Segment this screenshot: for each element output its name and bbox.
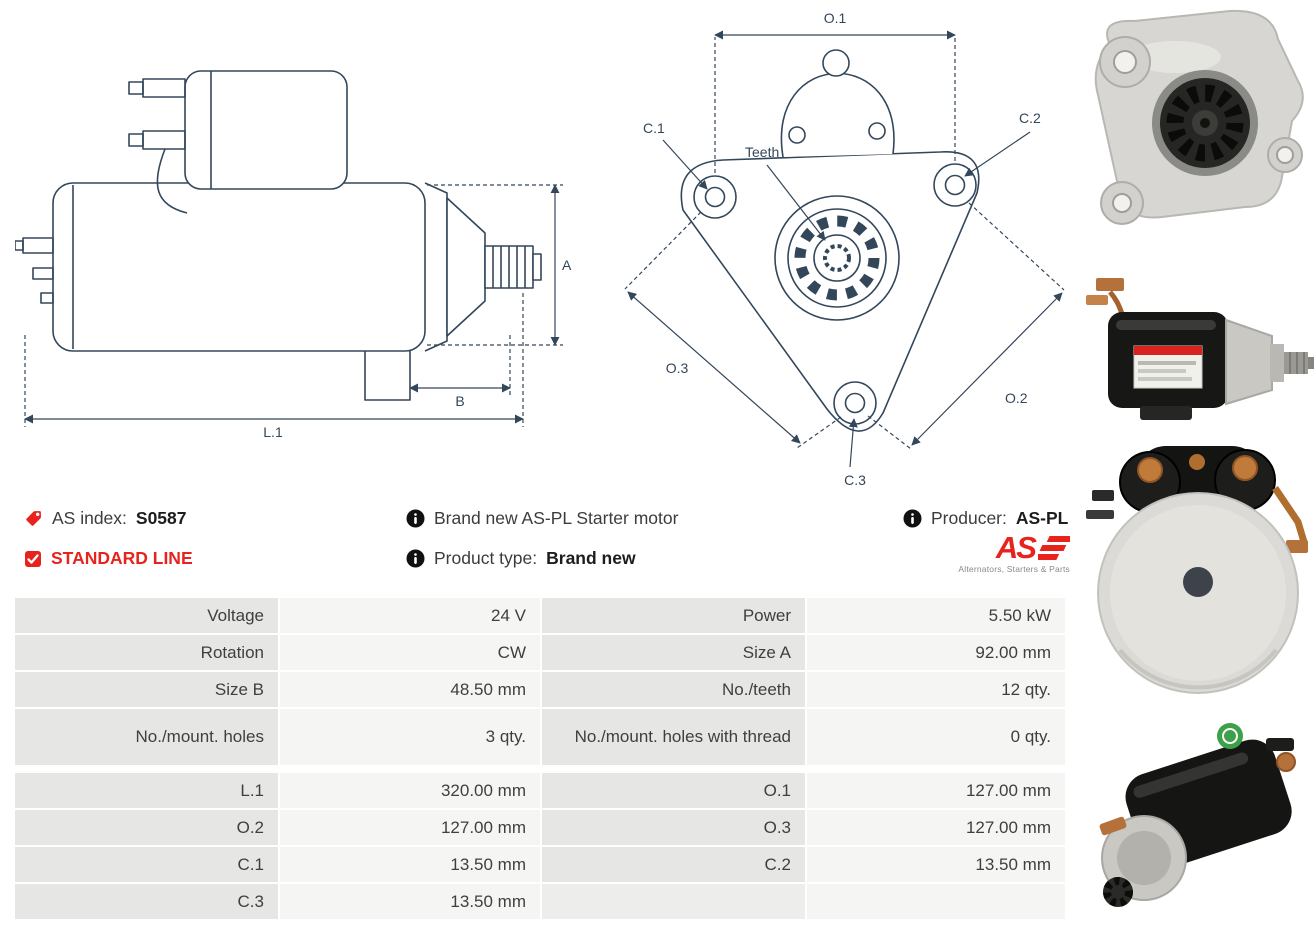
side-view-technical-drawing: A B L.1 bbox=[15, 70, 572, 440]
as-pl-logo: AS Alternators, Starters & Parts bbox=[930, 530, 1070, 574]
spec-value: CW bbox=[280, 635, 540, 670]
brand-new-row: Brand new AS-PL Starter motor bbox=[406, 508, 678, 529]
starter-angled-photo-illustration bbox=[1099, 723, 1296, 907]
spec-label: No./mount. holes with thread bbox=[542, 709, 805, 765]
spec-label: C.3 bbox=[15, 884, 278, 919]
spec-label: Power bbox=[542, 598, 805, 633]
table-section-divider bbox=[15, 767, 1065, 771]
brand-new-text: Brand new AS-PL Starter motor bbox=[434, 508, 679, 528]
spec-label: O.2 bbox=[15, 810, 278, 845]
spec-label: No./mount. holes bbox=[15, 709, 278, 765]
spec-label: O.1 bbox=[542, 773, 805, 808]
table-row: Rotation CW Size A 92.00 mm bbox=[15, 635, 1065, 670]
product-photo-side[interactable] bbox=[1080, 262, 1316, 430]
checkbox-checked-icon bbox=[25, 550, 41, 567]
as-index-row: AS index: S0587 bbox=[24, 508, 187, 529]
spec-value: 13.50 mm bbox=[280, 884, 540, 919]
spec-label: Rotation bbox=[15, 635, 278, 670]
table-row: L.1 320.00 mm O.1 127.00 mm bbox=[15, 773, 1065, 808]
product-type-value: Brand new bbox=[546, 548, 636, 568]
spec-value: 24 V bbox=[280, 598, 540, 633]
dim-label-o3: O.3 bbox=[666, 360, 689, 376]
spec-value: 320.00 mm bbox=[280, 773, 540, 808]
table-row: C.3 13.50 mm bbox=[15, 884, 1065, 919]
product-type-label: Product type: bbox=[434, 548, 538, 568]
starter-front-photo-illustration bbox=[1094, 9, 1304, 225]
dim-label-c3: C.3 bbox=[844, 472, 866, 488]
table-row: Voltage 24 V Power 5.50 kW bbox=[15, 598, 1065, 633]
product-photo-angled[interactable] bbox=[1080, 700, 1316, 932]
spec-value: 13.50 mm bbox=[280, 847, 540, 882]
spec-value: 92.00 mm bbox=[807, 635, 1065, 670]
spec-value: 127.00 mm bbox=[280, 810, 540, 845]
info-icon[interactable] bbox=[406, 509, 425, 528]
standard-line-label: STANDARD LINE bbox=[51, 548, 193, 568]
spec-label: O.3 bbox=[542, 810, 805, 845]
dim-label-l1: L.1 bbox=[263, 424, 283, 440]
spec-label: C.2 bbox=[542, 847, 805, 882]
spec-value: 127.00 mm bbox=[807, 773, 1065, 808]
standard-line-row: STANDARD LINE bbox=[24, 548, 193, 569]
producer-row: Producer: AS-PL bbox=[903, 508, 1068, 529]
info-icon[interactable] bbox=[903, 509, 922, 528]
dim-label-o1: O.1 bbox=[824, 10, 847, 26]
spec-value: 5.50 kW bbox=[807, 598, 1065, 633]
starter-rear-photo-illustration bbox=[1086, 446, 1308, 694]
product-photo-rear[interactable] bbox=[1080, 430, 1316, 702]
product-type-row: Product type: Brand new bbox=[406, 548, 636, 569]
info-icon[interactable] bbox=[406, 549, 425, 568]
spec-label: L.1 bbox=[15, 773, 278, 808]
dim-label-a: A bbox=[562, 257, 572, 273]
spec-label: Size A bbox=[542, 635, 805, 670]
spec-label: Voltage bbox=[15, 598, 278, 633]
spec-value: 3 qty. bbox=[280, 709, 540, 765]
dim-label-b: B bbox=[455, 393, 464, 409]
table-row: Size B 48.50 mm No./teeth 12 qty. bbox=[15, 672, 1065, 707]
spec-label: C.1 bbox=[15, 847, 278, 882]
table-row: C.1 13.50 mm C.2 13.50 mm bbox=[15, 847, 1065, 882]
table-row: O.2 127.00 mm O.3 127.00 mm bbox=[15, 810, 1065, 845]
spec-value: 127.00 mm bbox=[807, 810, 1065, 845]
spec-value: 12 qty. bbox=[807, 672, 1065, 707]
producer-label: Producer: bbox=[931, 508, 1007, 528]
as-pl-logo-stripes-icon bbox=[1038, 536, 1070, 560]
spec-table: Voltage 24 V Power 5.50 kW Rotation CW S… bbox=[15, 598, 1065, 919]
front-view-technical-drawing: O.1 C.1 C.2 Teeth O.3 O.2 C.3 bbox=[624, 10, 1065, 488]
starter-side-photo-illustration bbox=[1086, 278, 1314, 420]
spec-value-empty bbox=[807, 884, 1065, 919]
dim-label-c2: C.2 bbox=[1019, 110, 1041, 126]
spec-label: Size B bbox=[15, 672, 278, 707]
spec-label-empty bbox=[542, 884, 805, 919]
as-index-value: S0587 bbox=[135, 508, 187, 528]
spec-value: 13.50 mm bbox=[807, 847, 1065, 882]
spec-value: 0 qty. bbox=[807, 709, 1065, 765]
tag-icon bbox=[26, 511, 41, 526]
table-row: No./mount. holes 3 qty. No./mount. holes… bbox=[15, 709, 1065, 765]
product-photo-front[interactable] bbox=[1080, 5, 1316, 260]
producer-value: AS-PL bbox=[1015, 508, 1069, 528]
as-index-label: AS index: bbox=[52, 508, 127, 528]
dim-label-teeth: Teeth bbox=[745, 144, 779, 160]
dim-label-o2: O.2 bbox=[1005, 390, 1028, 406]
spec-label: No./teeth bbox=[542, 672, 805, 707]
dim-label-c1: C.1 bbox=[643, 120, 665, 136]
as-pl-logo-text: AS bbox=[995, 530, 1037, 565]
as-pl-logo-tagline: Alternators, Starters & Parts bbox=[958, 564, 1070, 574]
spec-value: 48.50 mm bbox=[280, 672, 540, 707]
